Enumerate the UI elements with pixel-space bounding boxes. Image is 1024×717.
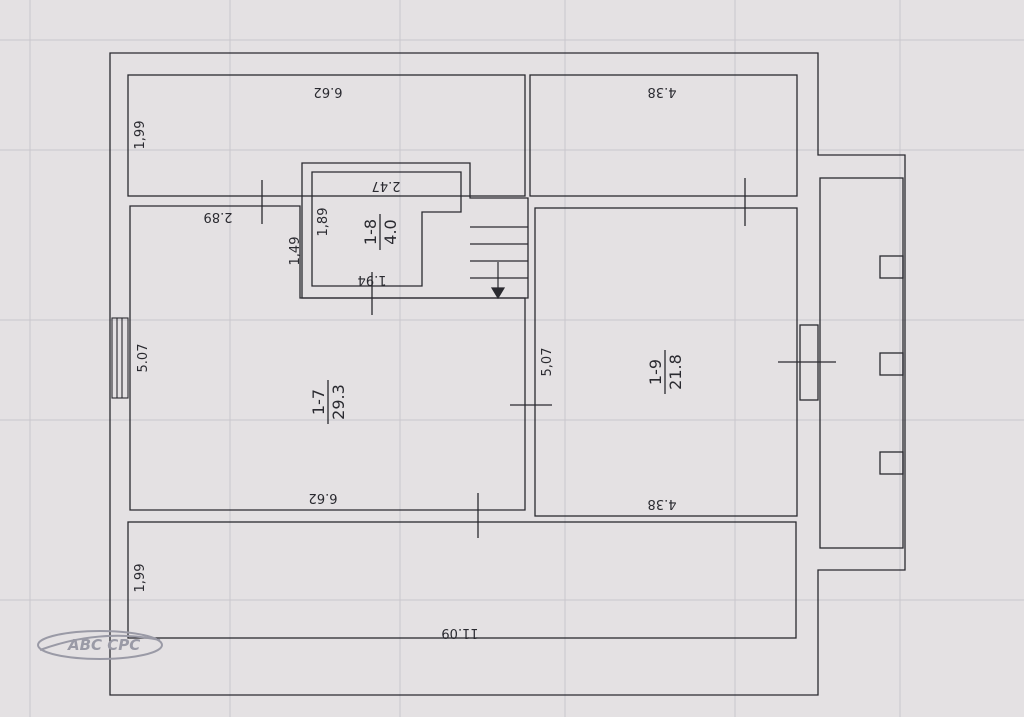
room-1-8-area: 4.0 — [381, 219, 400, 244]
window-left — [111, 317, 129, 399]
annex-notch-1 — [879, 255, 904, 279]
room-label-1-7: 1-7 29.3 — [309, 380, 348, 424]
staircase — [470, 226, 528, 300]
top-right-room — [529, 74, 798, 197]
dim-room-1-9-bottom: 4.38 — [648, 496, 677, 511]
logo-text: ABC CPC — [67, 636, 140, 654]
annex-notch-2 — [879, 352, 904, 376]
room-1-8-inner — [311, 171, 462, 287]
room-1-8-number: 1-8 — [361, 219, 380, 245]
dim-stair-room-width: 2.47 — [372, 178, 401, 193]
dim-corridor-height: 1,49 — [288, 237, 303, 266]
dim-room-1-7-height: 5.07 — [136, 344, 151, 373]
dim-bottom-height: 1,99 — [133, 564, 148, 593]
room-1-7-number: 1-7 — [309, 389, 328, 415]
annex-notch-3 — [879, 451, 904, 475]
room-1-7-outline — [129, 205, 526, 511]
dim-top-right-length: 4.38 — [648, 84, 677, 99]
outer-wall — [109, 52, 906, 696]
bottom-room — [127, 521, 797, 639]
dim-top-left-length: 6.62 — [314, 84, 343, 99]
company-logo: ABC CPC — [37, 630, 163, 660]
dim-stair-room-bottom: 1.94 — [358, 272, 387, 287]
room-1-7-area: 29.3 — [329, 384, 348, 420]
room-label-1-8: 1-8 4.0 — [361, 214, 400, 250]
room-1-9-area: 21.8 — [666, 354, 685, 390]
door-markers — [261, 178, 836, 538]
dim-bottom-length: 11.09 — [441, 625, 478, 640]
room-label-1-9: 1-9 21.8 — [646, 350, 685, 394]
dim-corridor-width: 2.89 — [204, 209, 233, 224]
top-left-room — [127, 74, 526, 197]
dim-top-left-height: 1,99 — [133, 121, 148, 150]
room-1-9-number: 1-9 — [646, 359, 665, 385]
dim-stair-room-height: 1,89 — [316, 208, 331, 237]
stair-arrow-icon — [490, 287, 506, 300]
dim-room-1-9-height: 5,07 — [540, 348, 555, 377]
dim-room-1-7-bottom: 6.62 — [309, 490, 338, 505]
